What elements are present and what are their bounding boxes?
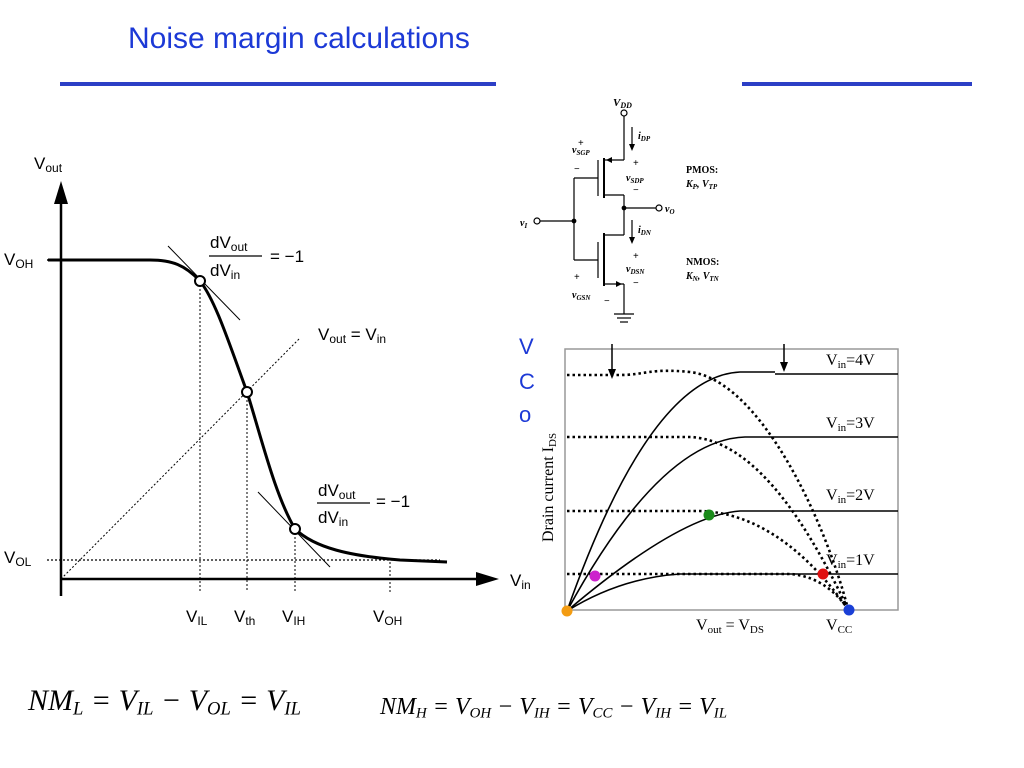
vsgp-label: vSGP xyxy=(572,145,590,157)
vin1-right-intersection-dot xyxy=(817,568,829,580)
pmos-params: KP, VTP xyxy=(685,179,718,191)
vdsn-label: vDSN xyxy=(626,264,645,276)
vi-label: vI xyxy=(520,218,527,230)
cmos-inverter-circuit: VDD xyxy=(520,97,720,323)
side-letter-c: C xyxy=(519,369,535,394)
side-letter-v: V xyxy=(519,334,534,359)
vcc-dot xyxy=(843,604,855,616)
svg-text:−: − xyxy=(633,278,639,289)
svg-text:= −1: = −1 xyxy=(376,492,410,511)
pmos-curve-1v xyxy=(567,572,850,610)
unity-gain-line xyxy=(60,337,301,580)
slope-annotation-vil: dVout dVin = −1 xyxy=(209,233,304,282)
svg-text:+: + xyxy=(574,272,580,283)
nmh-equation: NMH = VOH − VIH = VCC − VIH = VIL xyxy=(380,694,728,722)
iv-y-axis-label: Drain current IDS xyxy=(540,433,559,542)
pmos-title: PMOS: xyxy=(686,165,718,176)
nmos-curve-4v xyxy=(566,371,775,612)
vo-terminal xyxy=(655,204,663,212)
vin1-left-intersection-dot xyxy=(589,570,601,582)
nmos-arrow xyxy=(616,281,622,287)
nmos-curve-1v xyxy=(566,573,898,612)
pmos-curve-2v xyxy=(567,509,850,610)
tick-label-vth: Vth xyxy=(234,607,255,628)
tick-label-vil: VIL xyxy=(186,607,208,628)
nmos-curve-2v xyxy=(566,510,898,612)
curve-label-vin4: Vin=4V xyxy=(826,352,875,371)
vo-label: vO xyxy=(665,204,675,216)
iv-x-axis-label: Vout = VDS xyxy=(696,617,764,636)
origin-dot xyxy=(561,605,573,617)
voh-level-label: VOH xyxy=(4,250,33,271)
vol-level-label: VOL xyxy=(4,548,32,569)
side-letter-o: o xyxy=(519,402,532,427)
title-rule-left xyxy=(60,82,496,86)
pmos-curve-4v xyxy=(567,369,850,610)
tick-label-voh: VOH xyxy=(373,607,402,628)
slide-title: Noise margin calculations xyxy=(128,22,470,55)
right-marker-arrow xyxy=(780,362,788,372)
left-marker-arrow xyxy=(608,369,616,379)
vi-terminal xyxy=(533,217,541,225)
curve-label-vin2: Vin=2V xyxy=(826,487,875,506)
vtc-y-arrow-head xyxy=(54,181,68,204)
vtc-x-axis-label: Vin xyxy=(510,571,531,592)
curve-label-vin1: Vin=1V xyxy=(826,552,875,571)
pmos-arrow xyxy=(606,157,612,163)
svg-text:−: − xyxy=(633,185,639,196)
svg-text:dVout: dVout xyxy=(210,233,248,254)
vtc-y-axis-label: Vout xyxy=(34,154,63,175)
svg-text:dVin: dVin xyxy=(318,508,348,529)
svg-text:+: + xyxy=(633,158,639,169)
nmos-params: KN, VTN xyxy=(685,271,720,283)
vin2-intersection-dot xyxy=(703,509,715,521)
idn-label: iDN xyxy=(638,225,652,237)
title-rule-right xyxy=(742,82,972,86)
nmos-curve-3v xyxy=(566,436,898,612)
vth-point xyxy=(241,386,253,398)
curve-label-vin3: Vin=3V xyxy=(826,415,875,434)
iv-plot-frame xyxy=(564,348,899,611)
vil-point xyxy=(194,275,206,287)
unity-line-label: Vout = Vin xyxy=(318,325,386,346)
tick-label-vih: VIH xyxy=(282,607,305,628)
vtc-curve xyxy=(48,258,448,564)
svg-text:dVin: dVin xyxy=(210,261,240,282)
svg-text:= −1: = −1 xyxy=(270,247,304,266)
vdd-label: VDD xyxy=(613,97,632,110)
svg-text:−: − xyxy=(604,296,610,307)
idp-label: iDP xyxy=(638,131,651,143)
vtc-plot: Vout Vin VOH VOL Vout = Vin xyxy=(4,154,531,628)
nmos-title: NMOS: xyxy=(686,257,719,268)
vsdp-label: vSDP xyxy=(626,173,644,185)
slope-annotation-vih: dVout dVin = −1 xyxy=(317,481,410,529)
svg-text:+: + xyxy=(633,251,639,262)
svg-text:−: − xyxy=(574,164,580,175)
svg-text:dVout: dVout xyxy=(318,481,356,502)
vgsn-label: vGSN xyxy=(572,290,591,302)
nml-equation: NML = VIL − VOL = VIL xyxy=(28,684,301,720)
pmos-curve-3v xyxy=(567,435,850,610)
vcc-label: VCC xyxy=(826,617,852,636)
vdd-terminal xyxy=(620,109,628,117)
vih-point xyxy=(289,523,301,535)
iv-plot: Drain current IDS Vin=4V Vin=3V Vin=2V V… xyxy=(540,344,899,636)
svg-text:+: + xyxy=(578,138,584,149)
vtc-x-arrow-head xyxy=(476,572,499,586)
